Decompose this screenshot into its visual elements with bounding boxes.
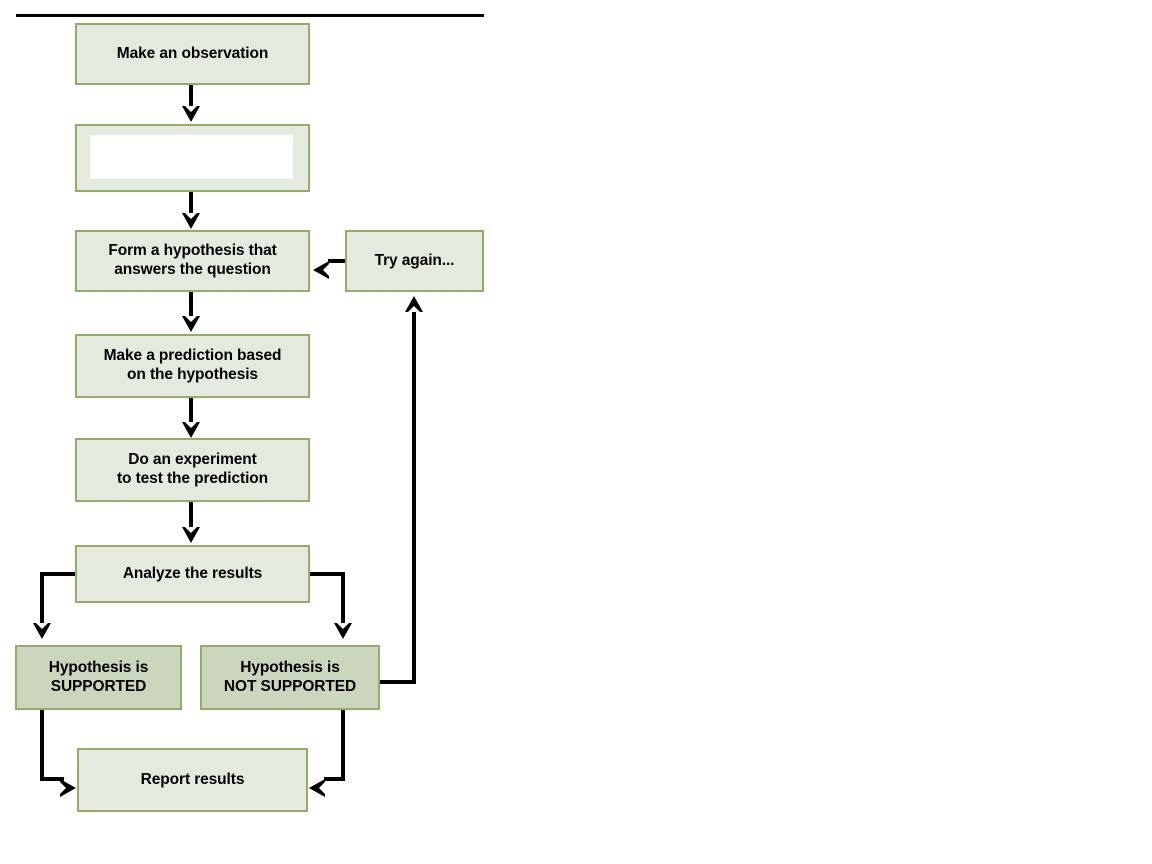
blank-step-redacted-panel <box>90 135 293 179</box>
edge-analyze-to-supported-arrowhead <box>33 623 51 639</box>
edge-prediction-to-experiment-arrowhead <box>182 422 200 438</box>
edge-not-supported-to-try-again-horizontal <box>380 680 416 684</box>
edge-analyze-to-not-supported-horizontal <box>308 572 345 576</box>
node-form-hypothesis[interactable]: Form a hypothesis that answers the quest… <box>75 230 310 292</box>
edge-not-supported-to-report-vertical <box>341 710 345 781</box>
edge-experiment-to-analyze-arrowhead <box>182 527 200 543</box>
edge-not-supported-to-report-horizontal <box>324 777 345 781</box>
edge-observation-to-blank-line <box>189 85 193 109</box>
edge-not-supported-to-try-again-arrowhead <box>405 296 423 312</box>
edge-analyze-to-supported-horizontal <box>40 572 77 576</box>
edge-supported-to-report-vertical <box>40 710 44 781</box>
edge-hypothesis-to-prediction-line <box>189 292 193 318</box>
edge-not-supported-to-report-arrowhead <box>309 779 325 797</box>
node-make-observation[interactable]: Make an observation <box>75 23 310 85</box>
edge-supported-to-report-horizontal <box>40 777 64 781</box>
edge-hypothesis-to-prediction-arrowhead <box>182 316 200 332</box>
edge-try-again-to-hypothesis-arrowhead <box>313 261 329 279</box>
edge-supported-to-report-arrowhead <box>60 779 76 797</box>
node-hypothesis-supported[interactable]: Hypothesis is SUPPORTED <box>15 645 182 710</box>
edge-analyze-to-not-supported-arrowhead <box>334 623 352 639</box>
node-analyze-results[interactable]: Analyze the results <box>75 545 310 603</box>
edge-prediction-to-experiment-line <box>189 398 193 424</box>
node-try-again[interactable]: Try again... <box>345 230 484 292</box>
node-make-prediction[interactable]: Make a prediction based on the hypothesi… <box>75 334 310 398</box>
edge-experiment-to-analyze-line <box>189 502 193 529</box>
edge-not-supported-to-try-again-vertical <box>412 312 416 684</box>
edge-blank-to-hypothesis-line <box>189 192 193 216</box>
node-hypothesis-not-supported[interactable]: Hypothesis is NOT SUPPORTED <box>200 645 380 710</box>
edge-try-again-to-hypothesis-line <box>328 259 346 263</box>
edge-blank-to-hypothesis-arrowhead <box>182 213 200 229</box>
top-divider-rule <box>16 14 484 17</box>
node-report-results[interactable]: Report results <box>77 748 308 812</box>
edge-analyze-to-supported-vertical <box>40 572 44 626</box>
edge-observation-to-blank-arrowhead <box>182 106 200 122</box>
node-do-experiment[interactable]: Do an experiment to test the prediction <box>75 438 310 502</box>
edge-analyze-to-not-supported-vertical <box>341 572 345 626</box>
